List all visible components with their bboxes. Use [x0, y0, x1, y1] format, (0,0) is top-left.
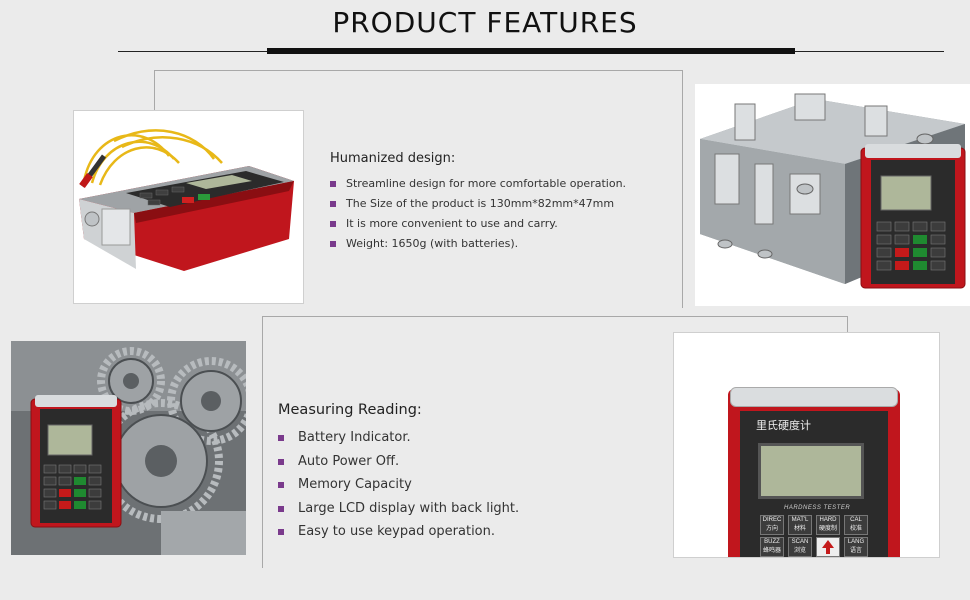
section1-frame-left — [154, 70, 155, 110]
section1-frame-top — [154, 70, 682, 71]
list-item: Auto Power Off. — [278, 450, 658, 474]
feature-block-measuring-reading: Measuring Reading: Battery Indicator. Au… — [278, 402, 658, 544]
list-item: Large LCD display with back light. — [278, 497, 658, 521]
bullet-icon — [278, 458, 284, 465]
gears-with-tester-illustration — [11, 341, 246, 555]
product-photo-gears — [11, 341, 246, 555]
feature-list: Streamline design for more comfortable o… — [330, 174, 670, 254]
list-item: Weight: 1650g (with batteries). — [330, 234, 670, 254]
feature-list: Battery Indicator. Auto Power Off. Memor… — [278, 426, 658, 544]
bullet-icon — [330, 241, 336, 247]
lcd-screen — [758, 443, 864, 499]
list-item: It is more convenient to use and carry. — [330, 214, 670, 234]
section2-frame-left — [262, 316, 263, 568]
bullet-icon — [330, 181, 336, 187]
section1-frame-right — [682, 70, 683, 308]
feature-block-humanized-design: Humanized design: Streamline design for … — [330, 151, 670, 254]
bullet-icon — [278, 435, 284, 441]
product-photo-mold — [695, 84, 970, 306]
device-brand-label: 里氏硬度计 — [756, 419, 811, 432]
arrow-up-icon — [822, 540, 834, 554]
feature-heading: Measuring Reading: — [278, 402, 422, 418]
list-item: Streamline design for more comfortable o… — [330, 174, 670, 194]
key-up-arrow[interactable] — [816, 537, 840, 557]
title-underline-accent — [267, 48, 795, 54]
bullet-icon — [330, 221, 336, 227]
device-model-label: HARDNESS TESTER — [784, 505, 851, 511]
device-top-cap — [730, 387, 898, 407]
section2-frame-right — [847, 316, 848, 332]
bullet-icon — [278, 482, 284, 488]
page-title: PRODUCT FEATURES — [332, 6, 638, 39]
list-item: Battery Indicator. — [278, 426, 658, 450]
bullet-icon — [330, 201, 336, 207]
hardness-tester-side-illustration — [79, 129, 294, 271]
feature-heading: Humanized design: — [330, 151, 456, 166]
product-photo-side-view — [73, 110, 304, 304]
bullet-icon — [278, 505, 284, 512]
section2-frame-top — [262, 316, 847, 317]
bullet-icon — [278, 529, 284, 535]
list-item: Easy to use keypad operation. — [278, 520, 658, 544]
list-item: The Size of the product is 130mm*82mm*47… — [330, 194, 670, 214]
list-item: Memory Capacity — [278, 473, 658, 497]
mold-with-tester-illustration — [695, 84, 970, 306]
